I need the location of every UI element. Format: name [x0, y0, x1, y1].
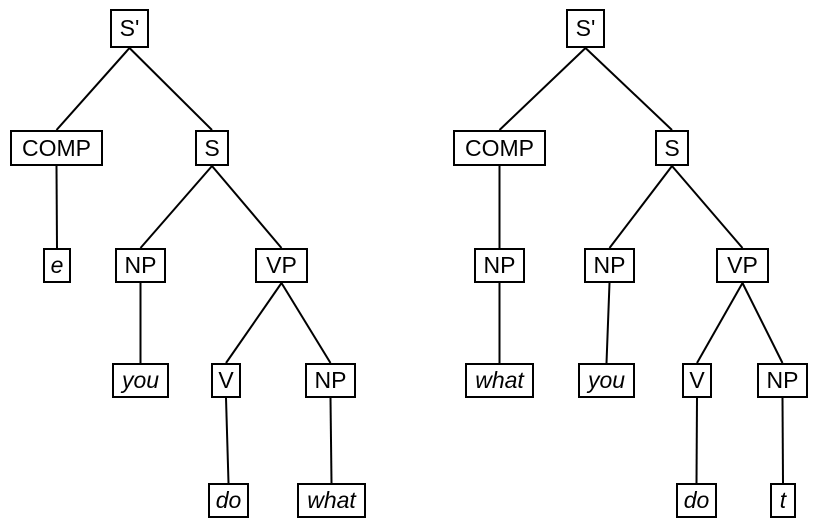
tree-node-label: S: [664, 134, 680, 161]
tree-node-r-you: you: [578, 363, 635, 398]
tree-node-label: V: [218, 367, 234, 393]
tree-edge-r-sbar-to-r-s: [584, 47, 673, 131]
tree-node-r-what: what: [465, 363, 534, 398]
tree-node-label: you: [121, 367, 160, 393]
tree-edge-l-vp-to-l-v: [225, 282, 283, 364]
tree-node-r-np2: NP: [757, 363, 808, 398]
tree-node-l-v: V: [211, 363, 241, 398]
tree-node-label: S': [575, 15, 596, 41]
tree-node-label: S: [204, 134, 220, 161]
tree-node-r-t: t: [770, 483, 796, 518]
tree-node-label: what: [475, 367, 524, 393]
tree-node-label: S': [119, 15, 140, 41]
tree-node-l-np1: NP: [115, 248, 166, 283]
tree-node-label: VP: [266, 252, 297, 278]
tree-node-r-vp: VP: [716, 248, 769, 283]
tree-node-l-do: do: [208, 483, 249, 518]
tree-node-l-sbar: S': [110, 9, 149, 48]
tree-node-label: do: [215, 487, 242, 513]
tree-node-label: NP: [314, 367, 347, 393]
tree-edge-r-v-to-r-do: [695, 397, 698, 484]
tree-node-label: NP: [766, 367, 799, 393]
tree-node-label: e: [50, 252, 64, 278]
tree-edge-r-np2-to-r-t: [781, 397, 784, 484]
tree-node-l-s: S: [195, 130, 229, 166]
tree-edge-r-np1-to-r-you: [605, 282, 611, 364]
tree-node-label: you: [587, 367, 626, 393]
tree-node-label: NP: [593, 252, 626, 278]
tree-node-label: COMP: [22, 134, 91, 161]
tree-node-l-vp: VP: [255, 248, 308, 283]
tree-edge-l-vp-to-l-np2: [280, 282, 332, 364]
tree-node-label: do: [683, 487, 710, 513]
tree-node-label: NP: [124, 252, 157, 278]
tree-node-l-what: what: [297, 483, 366, 518]
tree-edge-r-vp-to-r-v: [696, 282, 744, 364]
tree-edge-r-sbar-to-r-comp: [498, 47, 587, 131]
tree-edge-r-s-to-r-vp: [671, 165, 744, 249]
tree-node-r-comp: COMP: [453, 130, 546, 166]
tree-edge-l-v-to-l-do: [225, 397, 230, 484]
tree-edge-l-s-to-l-vp: [211, 165, 283, 249]
tree-edge-l-np2-to-l-what: [329, 397, 333, 484]
tree-node-label: what: [307, 487, 356, 513]
tree-node-r-sbar: S': [566, 9, 605, 48]
tree-node-l-np2: NP: [305, 363, 356, 398]
tree-edge-l-s-to-l-np1: [139, 165, 213, 249]
tree-edge-r-s-to-r-np1: [608, 165, 673, 249]
tree-node-r-do: do: [676, 483, 717, 518]
tree-node-label: VP: [727, 252, 758, 278]
tree-node-label: NP: [483, 252, 516, 278]
tree-edge-l-sbar-to-l-s: [128, 47, 213, 131]
tree-node-label: V: [689, 367, 705, 393]
tree-node-r-s: S: [655, 130, 689, 166]
tree-edge-l-comp-to-l-e: [55, 165, 58, 249]
tree-node-r-v: V: [682, 363, 712, 398]
tree-node-label: t: [779, 487, 787, 513]
tree-node-l-e: e: [43, 248, 71, 283]
tree-edge-r-vp-to-r-np2: [741, 282, 784, 364]
tree-node-r-np0: NP: [474, 248, 525, 283]
tree-node-l-comp: COMP: [10, 130, 103, 166]
tree-edge-l-sbar-to-l-comp: [55, 47, 131, 131]
tree-node-l-you: you: [112, 363, 169, 398]
tree-node-label: COMP: [465, 134, 534, 161]
tree-node-r-np1: NP: [584, 248, 635, 283]
